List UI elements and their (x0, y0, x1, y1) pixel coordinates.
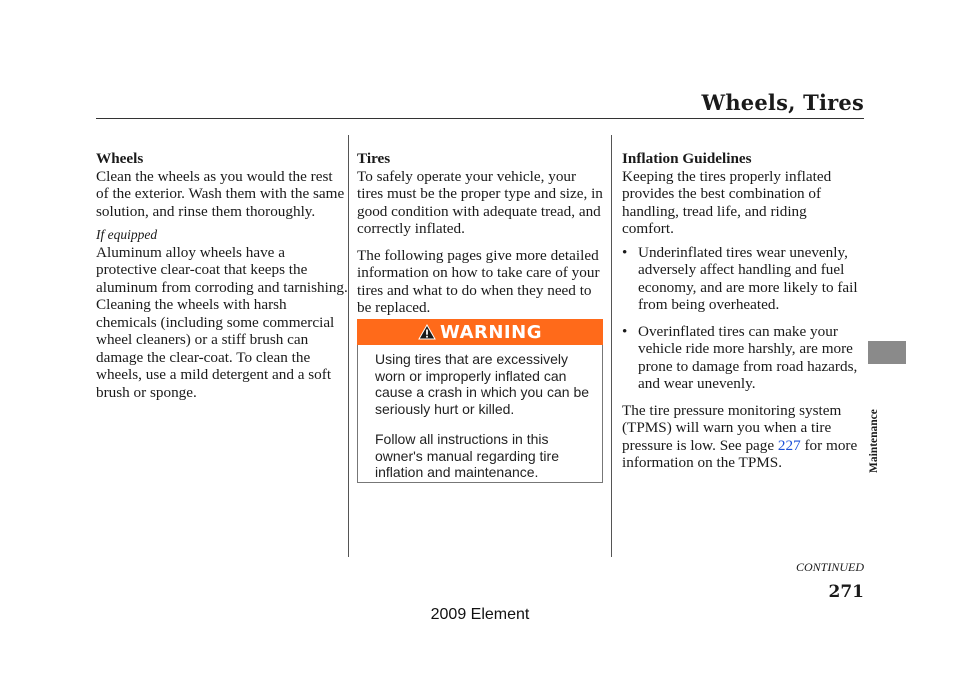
bullet-underinflated: • Underinflated tires wear unevenly, adv… (622, 244, 862, 314)
inflation-section: Inflation Guidelines Keeping the tires p… (622, 150, 862, 472)
warning-paragraph-1: Using tires that are excessively worn or… (375, 351, 590, 417)
wheels-heading: Wheels (96, 150, 144, 167)
warning-header: WARNING (357, 319, 603, 345)
bullet-text: Underinflated tires wear unevenly, adver… (638, 243, 858, 314)
warning-body: Using tires that are excessively worn or… (375, 351, 595, 495)
tires-paragraph-2: The following pages give more detailed i… (357, 246, 600, 317)
bullet-dot-icon: • (622, 322, 628, 340)
tires-section: Tires To safely operate your vehicle, yo… (357, 150, 603, 317)
wheels-paragraph-1: Clean the wheels as you would the rest o… (96, 167, 345, 220)
page-number: 271 (828, 582, 865, 602)
inflation-paragraph: Keeping the tires properly inflated prov… (622, 167, 832, 238)
tpms-text: The tire pressure monitoring system (TPM… (622, 401, 842, 454)
inflation-heading: Inflation Guidelines (622, 150, 752, 167)
warning-triangle-icon (418, 324, 436, 340)
tires-heading: Tires (357, 150, 391, 167)
header-divider (96, 118, 864, 119)
wheels-paragraph-2: Aluminum alloy wheels have a protective … (96, 243, 348, 401)
footer-watermark: 2009 Element (430, 606, 530, 623)
if-equipped-note: If equipped (96, 227, 158, 242)
wheels-section: Wheels Clean the wheels as you would the… (96, 150, 348, 401)
warning-label: WARNING (440, 321, 542, 343)
tires-paragraph-1: To safely operate your vehicle, your tir… (357, 167, 603, 238)
section-tab-marker (868, 341, 906, 364)
tpms-text-end: for more information on the TPMS. (622, 436, 858, 472)
column-divider-2 (611, 135, 612, 557)
page-227-link[interactable]: 227 (777, 436, 801, 454)
section-tab-label: Maintenance (862, 365, 890, 477)
bullet-overinflated: • Overinflated tires can make your vehic… (622, 323, 862, 393)
page-title: Wheels, Tires (701, 90, 864, 115)
warning-paragraph-2: Follow all instructions in this owner's … (375, 431, 559, 480)
bullet-text: Overinflated tires can make your vehicle… (638, 322, 858, 393)
bullet-dot-icon: • (622, 243, 628, 261)
tpms-paragraph: The tire pressure monitoring system (TPM… (622, 402, 862, 472)
continued-label: CONTINUED (795, 560, 864, 574)
maintenance-label: Maintenance (868, 409, 880, 473)
column-divider-1 (348, 135, 349, 557)
